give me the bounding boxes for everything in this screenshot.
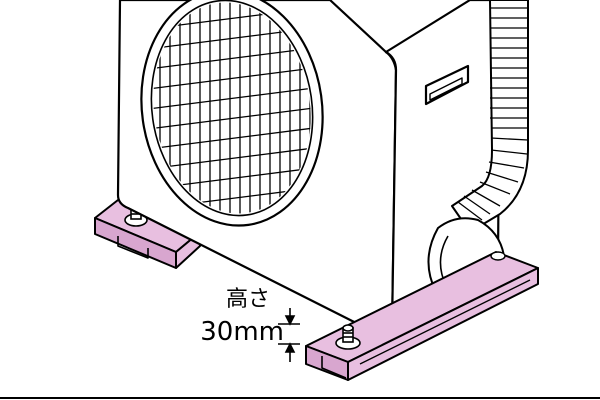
height-value: 30mm [200,317,284,347]
height-dimension [278,308,300,362]
front-base-stand [305,251,539,381]
front-bolt-icon [335,324,361,350]
height-label: 高さ [226,287,270,312]
side-bolt-icon [490,251,506,261]
